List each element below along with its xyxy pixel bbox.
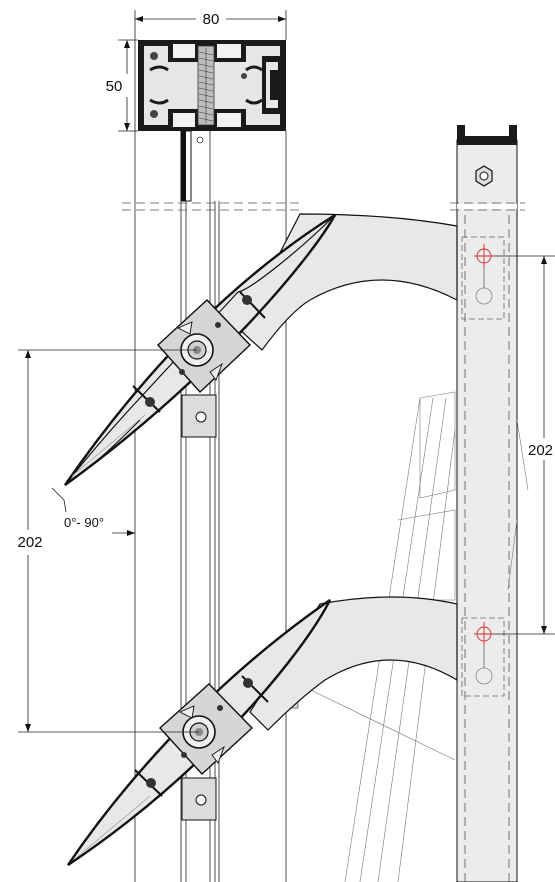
lower-arm (249, 596, 458, 731)
lower-blade (67, 599, 332, 866)
profile-width-label: 80 (203, 11, 220, 28)
rotation-range-label: 0°- 90° (64, 515, 104, 530)
rotation-annotation: 0°- 90° (51, 487, 135, 536)
left-rail-dimension: 202 (17, 349, 199, 733)
right-post: 202 (450, 125, 555, 882)
upper-blade (64, 213, 337, 486)
pivot-spacing-label: 202 (528, 442, 553, 459)
rail-spacing-label: 202 (17, 534, 42, 551)
profile-cross-section: 80 50 (106, 10, 287, 202)
profile-height-label: 50 (106, 78, 123, 95)
